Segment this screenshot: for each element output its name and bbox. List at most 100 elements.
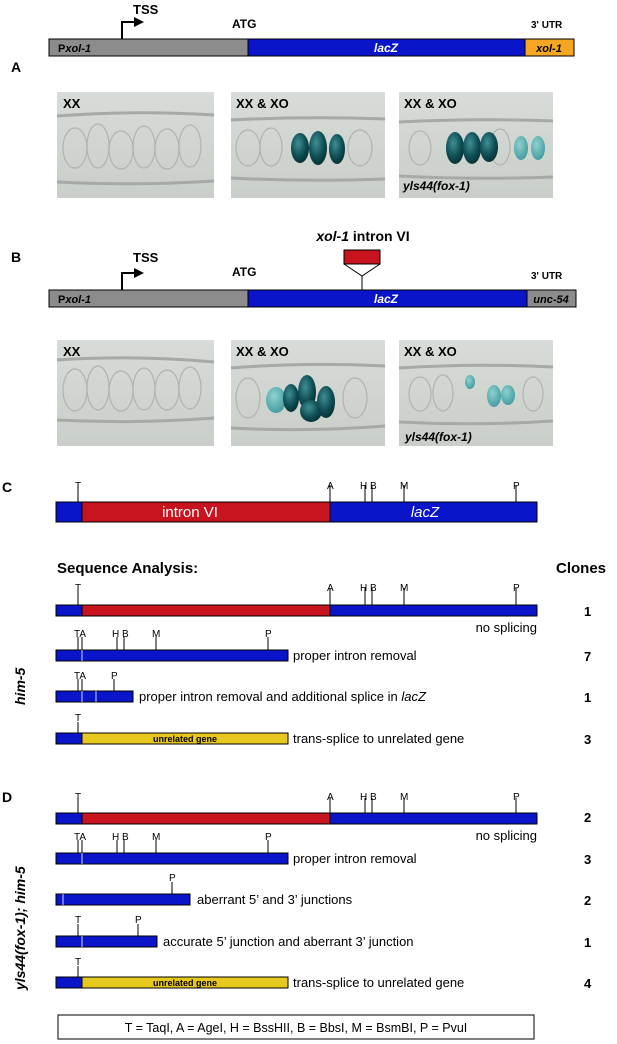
svg-text:B: B	[370, 481, 377, 492]
photos-a: XX XX & XO XX &	[56, 92, 554, 198]
svg-text:M: M	[152, 629, 160, 640]
svg-text:P: P	[513, 792, 520, 803]
svg-text:H: H	[112, 832, 119, 843]
intron-insert-marker-b	[343, 263, 381, 277]
svg-text:XX & XO: XX & XO	[404, 96, 457, 111]
svg-text:P: P	[265, 832, 272, 843]
svg-text:2: 2	[584, 810, 591, 825]
svg-text:A: A	[327, 792, 334, 803]
photo-a3: XX & XO yls44(fox-1)	[398, 92, 554, 198]
enzyme-key: T = TaqI, A = AgeI, H = BssHII, B = BbsI…	[125, 1021, 468, 1035]
svg-text:proper intron removal and addi: proper intron removal and additional spl…	[139, 689, 427, 704]
tail-label-a: xol-1	[535, 43, 562, 55]
svg-text:T: T	[75, 915, 81, 926]
photo-b1: XX	[56, 340, 215, 446]
svg-text:XX & XO: XX & XO	[236, 96, 289, 111]
group-label-him5: him-5	[12, 667, 28, 705]
tss-label-b: TSS	[133, 250, 159, 265]
svg-text:H: H	[112, 629, 119, 640]
row-c1: T A H B M P no splicing 1	[55, 583, 591, 635]
lacz-label-a: lacZ	[374, 41, 399, 55]
svg-text:T: T	[75, 792, 81, 803]
svg-text:TA: TA	[74, 629, 86, 640]
panel-label-b: B	[11, 249, 21, 265]
svg-text:T: T	[75, 583, 81, 594]
row-d5: T unrelated gene trans-splice to unrelat…	[55, 957, 592, 991]
construct-b: xol-1 intron VI B TSS ATG 3' UTR Pxol-1 …	[11, 228, 577, 308]
svg-text:unrelated gene: unrelated gene	[153, 978, 217, 988]
svg-text:TA: TA	[74, 832, 86, 843]
svg-text:trans-splice to unrelated gene: trans-splice to unrelated gene	[293, 975, 464, 990]
photos-b: XX XX & XO XX &	[56, 340, 554, 446]
promoter-label-a: Pxol-1	[58, 43, 91, 55]
svg-text:trans-splice to unrelated gene: trans-splice to unrelated gene	[293, 731, 464, 746]
svg-text:T: T	[75, 481, 81, 492]
svg-text:yls44(fox-1): yls44(fox-1)	[402, 179, 470, 193]
svg-text:3: 3	[584, 852, 591, 867]
svg-text:XX: XX	[63, 96, 81, 111]
svg-text:T: T	[75, 957, 81, 968]
sequence-analysis-title: Sequence Analysis:	[57, 560, 198, 577]
svg-text:aberrant 5’ and 3’ junctions: aberrant 5’ and 3’ junctions	[197, 892, 353, 907]
row-c4: T unrelated gene trans-splice to unrelat…	[55, 713, 591, 747]
xol1-utr-box-a	[524, 38, 575, 57]
svg-text:yls44(fox-1): yls44(fox-1)	[404, 430, 472, 444]
row-c3: TA P proper intron removal and additiona…	[55, 671, 591, 705]
unc54-utr-box-b	[526, 289, 577, 308]
intron-title-b: xol-1 intron VI	[315, 228, 409, 244]
svg-text:1: 1	[584, 935, 591, 950]
row-d3: P aberrant 5’ and 3’ junctions 2	[55, 873, 591, 908]
svg-text:B: B	[370, 792, 377, 803]
svg-text:M: M	[400, 583, 408, 594]
svg-text:M: M	[400, 792, 408, 803]
svg-text:2: 2	[584, 893, 591, 908]
svg-text:XX: XX	[63, 344, 81, 359]
panel-label-d: D	[2, 789, 12, 805]
photo-a1: XX	[56, 92, 215, 198]
photo-a2: XX & XO	[230, 92, 386, 198]
svg-text:A: A	[327, 481, 334, 492]
row-d2: TA H B M P proper intron removal 3	[55, 832, 591, 867]
tail-label-b: unc-54	[533, 294, 568, 306]
svg-text:P: P	[513, 583, 520, 594]
svg-text:P: P	[265, 629, 272, 640]
svg-text:H: H	[360, 583, 367, 594]
panel-label-a: A	[11, 59, 21, 75]
atg-label-a: ATG	[232, 17, 256, 31]
svg-text:B: B	[122, 629, 129, 640]
svg-text:unrelated gene: unrelated gene	[153, 734, 217, 744]
utr-label-a: 3' UTR	[531, 20, 563, 31]
construct-a: TSS ATG 3' UTR Pxol-1 lacZ xol-1	[48, 2, 575, 57]
lacz-label-b: lacZ	[374, 292, 399, 306]
tss-arrow-b	[121, 272, 136, 290]
c-lacz	[329, 501, 538, 523]
photo-b3: XX & XO yls44(fox-1)	[398, 340, 554, 446]
svg-text:XX & XO: XX & XO	[404, 344, 457, 359]
clones-header: Clones	[556, 560, 606, 577]
tss-arrowhead-a	[134, 17, 144, 27]
svg-text:proper intron removal: proper intron removal	[293, 851, 417, 866]
svg-text:P: P	[513, 481, 520, 492]
svg-text:proper intron removal: proper intron removal	[293, 648, 417, 663]
svg-text:accurate 5’ junction and aberr: accurate 5’ junction and aberrant 3’ jun…	[163, 934, 414, 949]
svg-text:M: M	[152, 832, 160, 843]
svg-text:3: 3	[584, 732, 591, 747]
enzyme-key-box	[57, 1014, 535, 1040]
tss-arrow-a	[121, 21, 136, 39]
svg-text:P: P	[135, 915, 142, 926]
c-blue-left	[55, 501, 83, 523]
svg-text:B: B	[370, 583, 377, 594]
svg-text:P: P	[111, 671, 118, 682]
row-d1: T A H B M P no splicing 2	[55, 792, 591, 843]
svg-text:no splicing: no splicing	[476, 828, 537, 843]
svg-text:lacZ: lacZ	[411, 504, 440, 521]
panel-label-c: C	[2, 479, 12, 495]
svg-text:T: T	[75, 713, 81, 724]
svg-text:1: 1	[584, 690, 591, 705]
row-d4: T P accurate 5’ junction and aberrant 3’…	[55, 915, 591, 950]
svg-text:P: P	[169, 873, 176, 884]
construct-c: T A H B M P intron VI lacZ	[55, 481, 538, 523]
svg-text:H: H	[360, 481, 367, 492]
